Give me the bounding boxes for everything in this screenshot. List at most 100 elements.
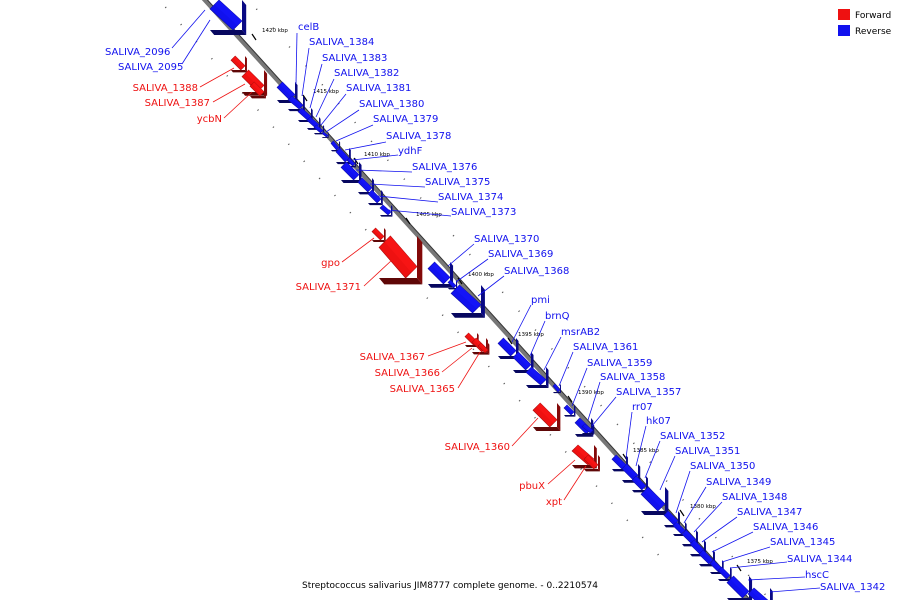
gene-label-saliva-1387[interactable]: SALIVA_1387 — [145, 98, 210, 109]
gene-label-saliva-1375[interactable]: SALIVA_1375 — [425, 177, 490, 188]
gene-label-saliva-1345[interactable]: SALIVA_1345 — [770, 537, 835, 548]
kbp-tick — [567, 395, 573, 403]
gene-label-saliva-1367[interactable]: SALIVA_1367 — [360, 352, 425, 363]
gene-saliva-1349-leader — [683, 486, 707, 524]
gene-saliva-1373-leader — [387, 209, 452, 217]
gene-label-saliva-1388[interactable]: SALIVA_1388 — [133, 83, 198, 94]
gene-label-saliva-1348[interactable]: SALIVA_1348 — [722, 492, 787, 503]
gene-saliva-1345-leader — [721, 546, 771, 563]
gene-label-saliva-1351[interactable]: SALIVA_1351 — [675, 446, 740, 457]
gene-xpt-bottom — [584, 469, 600, 472]
gene-saliva-1369-side — [456, 280, 458, 290]
gene-label-saliva-1380[interactable]: SALIVA_1380 — [359, 99, 424, 110]
gene-gpo-leader — [341, 237, 375, 263]
gene-label-brnq[interactable]: brnQ — [545, 311, 570, 322]
gene-label-saliva-1382[interactable]: SALIVA_1382 — [334, 68, 399, 79]
gene-label-saliva-1378[interactable]: SALIVA_1378 — [386, 131, 451, 142]
gene-label-saliva-1344[interactable]: SALIVA_1344 — [787, 554, 852, 565]
gene-pmi-leader — [511, 304, 532, 343]
gene-label-saliva-1360[interactable]: SALIVA_1360 — [445, 442, 510, 453]
gene-saliva-1348-leader — [693, 501, 723, 533]
kbp-tick — [679, 509, 685, 517]
gene-saliva-1369-leader — [455, 258, 489, 283]
gene-label-saliva-1368[interactable]: SALIVA_1368 — [504, 266, 569, 277]
gene-label-saliva-1381[interactable]: SALIVA_1381 — [346, 83, 411, 94]
gene-label-saliva-1383[interactable]: SALIVA_1383 — [322, 53, 387, 64]
gene-label-gpo[interactable]: gpo — [321, 258, 340, 269]
legend-forward-swatch — [838, 9, 850, 20]
gene-saliva-1342-side — [770, 588, 773, 600]
gene-saliva-1381-leader — [320, 93, 347, 126]
gene-saliva-1375-leader — [369, 183, 426, 188]
gene-hk07-leader — [635, 425, 647, 467]
gene-label-hscc[interactable]: hscC — [805, 570, 829, 581]
gene-label-saliva-1361[interactable]: SALIVA_1361 — [573, 342, 638, 353]
gene-label-saliva-1350[interactable]: SALIVA_1350 — [690, 461, 755, 472]
gene-saliva-1388-bottom — [231, 70, 247, 73]
gene-saliva-1350-side — [678, 511, 680, 528]
gene-saliva-1347-highlight — [692, 540, 704, 552]
gene-label-saliva-1376[interactable]: SALIVA_1376 — [412, 162, 477, 173]
gene-label-hk07[interactable]: hk07 — [646, 416, 671, 427]
gene-msrab2-leader — [543, 336, 562, 371]
gene-saliva-1345-highlight — [711, 560, 722, 571]
gene-saliva-1349-highlight — [674, 522, 685, 533]
gene-label-saliva-1349[interactable]: SALIVA_1349 — [706, 477, 771, 488]
gene-saliva-1360-bottom — [533, 427, 561, 432]
kbp-label: 1415 kbp — [313, 89, 339, 95]
gene-label-saliva-1370[interactable]: SALIVA_1370 — [474, 234, 539, 245]
gene-label-saliva-1366[interactable]: SALIVA_1366 — [375, 368, 440, 379]
gene-label-saliva-2096[interactable]: SALIVA_2096 — [105, 47, 170, 58]
gene-label-saliva-1371[interactable]: SALIVA_1371 — [296, 282, 361, 293]
gene-label-msrab2[interactable]: msrAB2 — [561, 327, 600, 338]
gene-brnq-highlight — [515, 352, 531, 368]
gene-label-pbux[interactable]: pbuX — [519, 481, 545, 492]
gene-hscc-highlight — [730, 576, 749, 595]
gene-celb-side — [295, 82, 298, 104]
kbp-label: 1410 kbp — [364, 152, 390, 158]
gene-label-celb[interactable]: celB — [298, 22, 319, 33]
kbp-label: 1400 kbp — [468, 272, 494, 278]
gene-saliva-1376-side — [359, 162, 362, 184]
gene-saliva-1361-highlight — [554, 384, 560, 391]
gene-label-saliva-2095[interactable]: SALIVA_2095 — [118, 62, 183, 73]
gene-features — [209, 0, 773, 600]
gene-label-saliva-1352[interactable]: SALIVA_1352 — [660, 431, 725, 442]
gene-saliva-1374-bottom — [368, 203, 383, 206]
gene-label-pmi[interactable]: pmi — [531, 295, 550, 306]
gene-saliva-1374-highlight — [369, 190, 381, 202]
gene-saliva-1360-side — [557, 403, 561, 432]
gene-ycbn-leader — [223, 91, 253, 119]
gene-label-saliva-1365[interactable]: SALIVA_1365 — [390, 384, 455, 395]
gene-label-saliva-1369[interactable]: SALIVA_1369 — [488, 249, 553, 260]
gene-saliva-1357-highlight — [583, 424, 593, 432]
gene-label-xpt[interactable]: xpt — [546, 497, 562, 508]
gene-label-saliva-1374[interactable]: SALIVA_1374 — [438, 192, 503, 203]
gene-label-saliva-1347[interactable]: SALIVA_1347 — [737, 507, 802, 518]
kbp-tick — [736, 564, 742, 572]
gene-saliva-1379-highlight — [332, 141, 339, 149]
gene-saliva-1366-leader — [441, 347, 473, 373]
gene-label-saliva-1379[interactable]: SALIVA_1379 — [373, 114, 438, 125]
gene-label-ydhf[interactable]: ydhF — [398, 146, 423, 157]
gene-saliva-1371-highlight — [384, 236, 417, 273]
gene-label-rr07[interactable]: rr07 — [632, 402, 653, 413]
gene-label-saliva-1342[interactable]: SALIVA_1342 — [820, 582, 885, 593]
gene-label-saliva-1384[interactable]: SALIVA_1384 — [309, 37, 374, 48]
gene-label-saliva-1346[interactable]: SALIVA_1346 — [753, 522, 818, 533]
gene-saliva-1360-leader — [511, 417, 539, 447]
gene-celb-leader — [295, 32, 298, 85]
gene-saliva-1342-leader — [769, 587, 821, 593]
gene-saliva-1344-highlight — [719, 567, 730, 578]
kbp-tick — [302, 94, 308, 102]
gene-saliva-1380-bottom — [322, 137, 329, 138]
gene-label-saliva-1358[interactable]: SALIVA_1358 — [600, 372, 665, 383]
legend: Forward Reverse — [838, 9, 892, 37]
kbp-tick — [507, 337, 513, 345]
gene-saliva-1367-leader — [427, 341, 467, 357]
gene-label-saliva-1359[interactable]: SALIVA_1359 — [587, 358, 652, 369]
gene-saliva-1373-bottom — [380, 215, 393, 217]
gene-label-saliva-1357[interactable]: SALIVA_1357 — [616, 387, 681, 398]
gene-label-saliva-1373[interactable]: SALIVA_1373 — [451, 207, 516, 218]
gene-label-ycbn[interactable]: ycbN — [197, 114, 222, 125]
